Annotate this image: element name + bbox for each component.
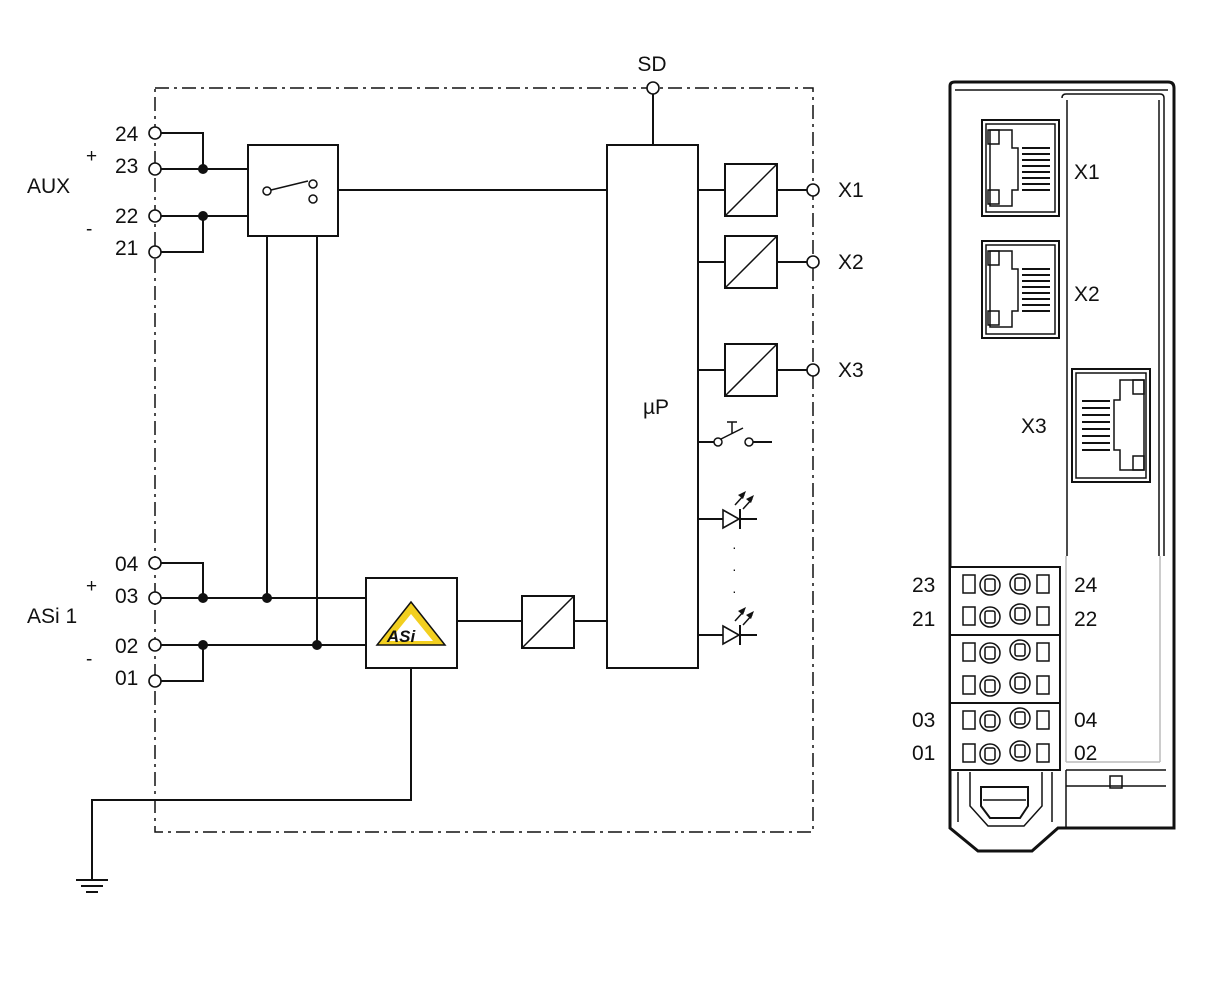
device-port-label: X3: [1021, 415, 1047, 438]
aux-terminal-label: 23: [115, 155, 138, 178]
port-label: X3: [838, 359, 864, 382]
asi-terminal-label: 03: [115, 585, 138, 608]
aux-terminal: [148, 162, 162, 176]
aux-label: AUX: [27, 175, 70, 198]
asi-terminal: [148, 591, 162, 605]
asi-terminal: [148, 556, 162, 570]
terminal-row-group: [962, 574, 1050, 763]
device-port-label: X1: [1074, 161, 1100, 184]
terminal-label-right: 02: [1074, 742, 1097, 765]
terminal-label-right: 24: [1074, 574, 1098, 597]
asi-label: ASi 1: [27, 605, 77, 628]
device-port-label: X2: [1074, 283, 1100, 306]
asi-logo-text: ASi: [386, 627, 417, 646]
aux-terminal: [148, 209, 162, 223]
port-label: X2: [838, 251, 864, 274]
asi-terminal: [148, 674, 162, 688]
terminal-label-left: 23: [912, 574, 935, 597]
led-symbol: [698, 607, 757, 646]
port-label: X1: [838, 179, 864, 202]
device-front-view: X1 X2: [912, 80, 1176, 853]
ground-icon: [76, 879, 108, 893]
terminal-label-left: 03: [912, 709, 935, 732]
terminal-block: [949, 566, 1061, 771]
processor-block: [606, 144, 699, 669]
aux-terminal: [148, 126, 162, 140]
asi-terminal: [148, 638, 162, 652]
led-symbol: [698, 491, 757, 530]
asi-logo: ASi: [375, 600, 447, 646]
aux-minus-sign: -: [86, 219, 92, 240]
din-rail-latch: [957, 772, 1053, 827]
ground-wire: [91, 668, 412, 880]
power-switch-block: [247, 144, 339, 237]
aux-terminal-label: 21: [115, 237, 138, 260]
terminal-label-right: 04: [1074, 709, 1098, 732]
terminal-label-left: 21: [912, 608, 935, 631]
sd-terminal: [646, 81, 660, 95]
terminal-label-left: 01: [912, 742, 935, 765]
pushbutton-symbol: [698, 421, 772, 447]
port-x1-channel: X1: [698, 163, 864, 217]
terminal-screws: [979, 573, 1031, 765]
bottom-cover: [1065, 769, 1166, 828]
asi-plus-sign: +: [86, 576, 97, 597]
asi-terminal-label: 04: [115, 553, 139, 576]
port-x2-socket: [981, 240, 1060, 339]
asi-terminal-label: 01: [115, 667, 138, 690]
led-ellipsis: ·: [732, 561, 737, 577]
led-ellipsis: ·: [732, 583, 737, 599]
asi-minus-sign: -: [86, 649, 92, 670]
port-x3-socket: [1071, 368, 1151, 483]
led-ellipsis: ·: [732, 539, 737, 555]
schematic: SD AUX + - 24 23 22 21 ASi 1 +: [27, 53, 864, 893]
port-x2-channel: X2: [698, 235, 864, 289]
asi-terminal-label: 02: [115, 635, 138, 658]
aux-terminal: [148, 245, 162, 259]
port-x1-socket: [981, 119, 1060, 217]
port-x3-channel: X3: [698, 343, 864, 397]
terminal-label-right: 22: [1074, 608, 1097, 631]
sd-label: SD: [637, 53, 666, 76]
aux-plus-sign: +: [86, 146, 97, 167]
aux-terminal-label: 24: [115, 123, 139, 146]
aux-terminal-label: 22: [115, 205, 138, 228]
processor-label: µP: [643, 396, 669, 419]
enclosure-boundary: [154, 87, 814, 833]
